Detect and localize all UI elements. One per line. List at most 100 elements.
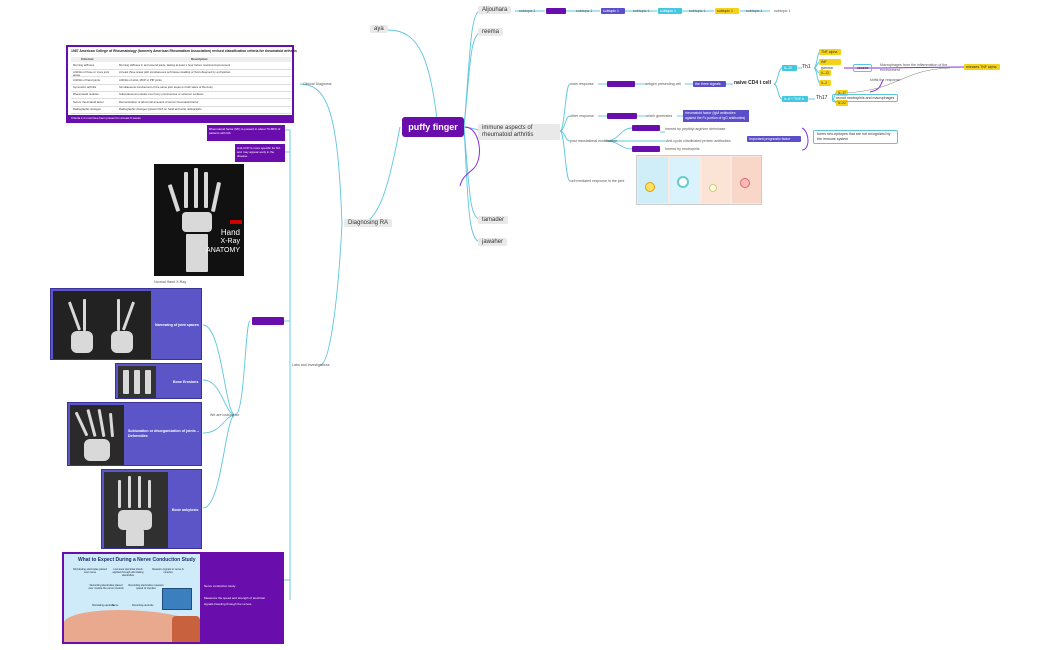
note-ccp-text: Anti-CCP is more specific for RA and may… [237, 146, 281, 158]
clinical-label[interactable]: Clinical Diagnosis [303, 82, 332, 86]
which-generates[interactable]: which generates [646, 114, 673, 118]
main-response-pill[interactable] [607, 81, 635, 87]
nerve-study-image: What to Expect During a Nerve Conduction… [64, 554, 200, 642]
root-node[interactable]: puffy finger [402, 117, 464, 137]
acr-row-description: Radiographic changes typical of RA on ha… [119, 106, 202, 111]
finding-subluxation[interactable]: Subluxation or disorganization of joints… [67, 402, 202, 466]
palm-bone [71, 331, 93, 353]
finger-bone [138, 476, 141, 508]
note-box-rf[interactable]: Rheumatoid factor (RF) is present in abo… [207, 125, 285, 141]
acr-row-criterion: Arthritis of three or more joint areas [73, 70, 110, 78]
finding-narrowing-label: Narrowing of joint spaces [155, 323, 199, 327]
nerve-study-panel[interactable]: What to Expect During a Nerve Conduction… [62, 552, 284, 644]
finger-bone [86, 409, 97, 437]
main-response[interactable]: main response [570, 82, 594, 86]
acr-table-footer: Criteria 1-4 must have been present for … [68, 115, 292, 121]
acr-row-criterion: Radiographic changes [73, 106, 101, 111]
illustration-panel [638, 157, 668, 203]
joint-bone [145, 370, 151, 394]
cell-mediated[interactable]: cell mediated response in the joint [570, 179, 625, 183]
macrophages-note[interactable]: Macrophages from the inflammation of the… [880, 63, 948, 72]
subtopic-pill-purple[interactable] [546, 8, 566, 14]
branch-reema[interactable]: reema [478, 28, 504, 36]
cell-circle [709, 184, 717, 192]
subtopic-pill-yellow[interactable]: subtopic 1 [715, 8, 739, 14]
finding-erosions[interactable]: Bone Erosions [115, 363, 202, 399]
th1-label[interactable]: Th1 [802, 64, 811, 70]
other-response-pill[interactable] [607, 113, 637, 119]
naive-cd4[interactable]: naive CD4 t cell [734, 80, 771, 86]
finger-bone [108, 412, 115, 438]
il12-trigger[interactable]: IL-12 [782, 65, 797, 71]
recruit-box[interactable]: recruit neutrophils and macrophages [832, 94, 899, 102]
neo-epitopes-box[interactable]: forms neo-epitopes that are not recogniz… [813, 130, 898, 144]
finding-narrowing[interactable]: Narrowing of joint spaces [50, 288, 202, 360]
nerve-diagram-label: Nerve [112, 604, 119, 607]
th17-trigger[interactable]: IL-6 + TGF-b [782, 96, 808, 102]
nerve-step: Recording electrodes placed over muscle … [88, 584, 124, 590]
acr-row-description: Subcutaneous nodules over bony prominenc… [119, 92, 204, 97]
cytokine-inf[interactable]: INF gamma [819, 59, 841, 70]
other-response[interactable]: other response [570, 114, 594, 118]
nerve-note-3: signals traveling through the nerves [204, 602, 252, 606]
subtopic-4[interactable]: subtopic 1 [689, 9, 706, 13]
three-signals[interactable]: the three signals [693, 81, 726, 87]
branch-aljouhara[interactable]: Aljouhara [478, 6, 512, 14]
nerve-study-title: What to Expect During a Nerve Conduction… [78, 557, 196, 563]
cytokine-il2[interactable]: IL-2 [819, 80, 831, 86]
subtopic-1[interactable]: subtopic 1 [519, 9, 536, 13]
acr-row-criterion: Serum rheumatoid factor [73, 99, 104, 104]
cell-circle [740, 178, 750, 188]
finger-bone [128, 476, 131, 508]
antigen-presenting-cell[interactable]: antigen presenting cell [645, 82, 681, 86]
subtopic-pill-violet[interactable]: subtopic 1 [601, 8, 625, 14]
ptm-pill-1[interactable] [632, 125, 660, 131]
branch-diagnosing[interactable]: Diagnosing RA [344, 219, 393, 227]
subtopic-pill-cyan[interactable]: subtopic 1 [658, 8, 682, 14]
ptm-pill-2[interactable] [632, 146, 660, 152]
cell-circle [677, 176, 689, 188]
cytokine-tnf[interactable]: TNF alpha [819, 49, 841, 55]
branch-immune[interactable]: immune aspects of rheumatoid arthritis [478, 124, 560, 140]
subtopic-5[interactable]: subtopic 1 [746, 9, 763, 13]
ptm-label[interactable]: post translational modification [570, 139, 618, 143]
important-prognostic[interactable]: important prognostic factor [747, 136, 801, 142]
subtopic-2[interactable]: subtopic 1 [576, 9, 593, 13]
branch-aya[interactable]: aya [370, 25, 388, 33]
cytokine-il17[interactable]: IL-17 [836, 90, 848, 96]
acr-row-description: Simultaneous involvement of the same joi… [119, 84, 213, 89]
releases-tnf[interactable]: releases TNF alpha [964, 64, 1000, 70]
acr-criteria-table[interactable]: 1987 American College of Rheumatology (f… [66, 45, 297, 123]
labs-label[interactable]: Labs and investigations [292, 363, 330, 367]
acr-row-criterion: Morning stiffness [73, 63, 95, 67]
nerve-diagram-label: Stimulating electrode [92, 604, 115, 607]
xray-red-tag [230, 220, 242, 224]
cytokine-il12[interactable]: IL-12 [819, 70, 831, 76]
formed-neutrophils[interactable]: formed by neutrophils [665, 147, 700, 151]
branch-tamader[interactable]: tamader [478, 216, 509, 224]
header-criterion: Criterion [81, 57, 94, 61]
formed-pad[interactable]: formed by peptidyl arginine deiminase [665, 127, 726, 131]
causes-box[interactable]: causes [853, 64, 873, 72]
subtopic-6[interactable]: subtopic 1 [774, 9, 791, 13]
looking-for-label[interactable]: We are looking for [210, 413, 240, 417]
finger-bone [83, 299, 86, 331]
note-box-ccp[interactable]: Anti-CCP is more specific for RA and may… [235, 144, 285, 162]
acpa-label[interactable]: Anti-cyclic citrullinated protein antibo… [666, 139, 731, 143]
subtopic-3[interactable]: subtopic 1 [633, 9, 650, 13]
shifts-response[interactable]: shifts the response [870, 78, 901, 82]
labs-pill[interactable] [252, 317, 284, 325]
finger-bone [194, 168, 198, 208]
header-description: Description [191, 57, 208, 61]
finding-xray-ankylosis [104, 472, 168, 548]
finding-ankylosis[interactable]: Bone ankylosis [101, 469, 202, 549]
th17-label[interactable]: Th17 [816, 95, 828, 101]
branch-jawaher[interactable]: jawaher [478, 238, 508, 246]
hand-xray-image: Hand X-Ray ANATOMY [154, 164, 244, 276]
rf-box[interactable]: rheumatoid factor (IgM antibodies agains… [683, 110, 749, 122]
finger-bone [74, 411, 89, 437]
cytokine-il22[interactable]: IL-22 [836, 100, 848, 106]
monitor-shape [162, 588, 192, 610]
